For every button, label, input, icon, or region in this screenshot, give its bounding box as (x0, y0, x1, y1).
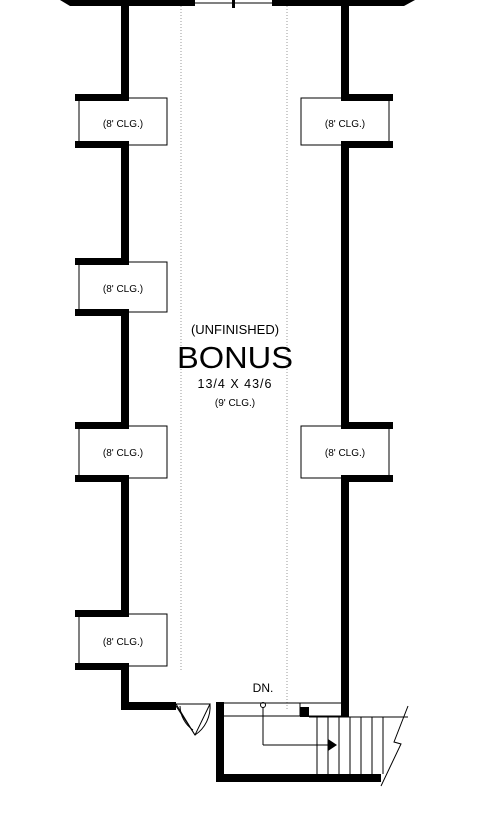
top-post (232, 0, 235, 8)
bottom-wall (121, 702, 176, 710)
stair-arrow-icon (260, 702, 337, 751)
roof-edge (60, 0, 195, 6)
left-wall (121, 148, 129, 260)
room-name: BONUS (177, 340, 293, 375)
left-wall (121, 312, 129, 424)
dormer-label: (8' CLG.) (325, 448, 365, 459)
dormer-label: (8' CLG.) (103, 284, 143, 295)
right-wall (341, 6, 349, 94)
dormer-label: (8' CLG.) (325, 119, 365, 130)
stair-label: DN. (253, 681, 274, 695)
stair-wall (216, 702, 224, 782)
dormer-label: (8' CLG.) (103, 119, 143, 130)
left-wall (121, 6, 129, 94)
door-swing-icon (175, 703, 211, 737)
stair-post (300, 707, 309, 717)
dormer-walls-left (75, 94, 129, 670)
stair-wall (216, 774, 381, 782)
roof-edge (272, 0, 415, 6)
room-ceiling: (9' CLG.) (215, 398, 255, 409)
right-wall (341, 477, 349, 717)
room-dimensions: 13/4 X 43/6 (198, 377, 273, 391)
dormer-label: (8' CLG.) (103, 448, 143, 459)
right-wall (341, 148, 349, 424)
left-wall (121, 477, 129, 613)
left-wall (121, 667, 129, 709)
dormer-label: (8' CLG.) (103, 637, 143, 648)
room-note: (UNFINISHED) (191, 322, 279, 337)
stair-treads (309, 705, 409, 787)
dormer-outlines (78, 97, 390, 667)
